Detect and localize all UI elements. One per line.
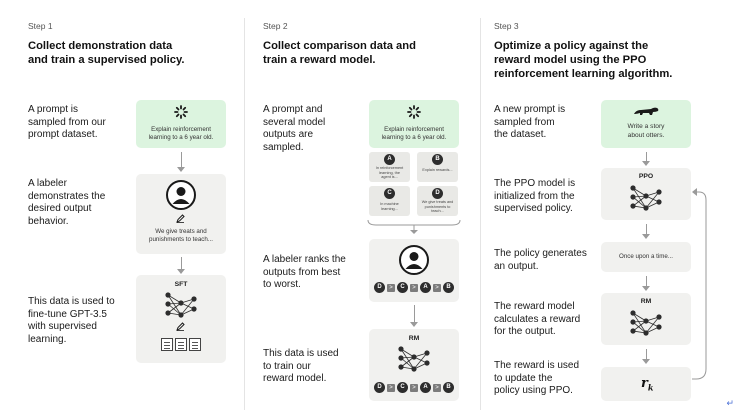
- feedback-loop-arrow: [692, 188, 707, 380]
- network-icon: [165, 292, 197, 318]
- person-icon: [399, 245, 429, 275]
- step-2-column: Step 2 Collect comparison data and train…: [244, 0, 480, 413]
- document-icon: [161, 338, 173, 351]
- arrow-down: [642, 349, 650, 364]
- step-3-column: Step 3 Optimize a policy against the rew…: [480, 0, 750, 413]
- step-2-rm-card: RM D> C> A> B: [369, 329, 459, 401]
- spinner-icon: [174, 105, 188, 119]
- arrow-down: [642, 276, 650, 291]
- enter-icon: ↵: [726, 398, 734, 408]
- spinner-icon: [407, 105, 421, 119]
- ranking-row: D> C> A> B: [369, 382, 459, 393]
- ranking-row: D> C> A> B: [369, 282, 459, 293]
- step-3-ppo-card: PPO: [601, 168, 691, 220]
- pencil-icon: [176, 322, 185, 332]
- document-icons: [161, 338, 201, 351]
- ppo-label: PPO: [638, 173, 654, 180]
- step-1-label: Step 1: [28, 21, 53, 31]
- step-1-column: Step 1 Collect demonstration data and tr…: [0, 0, 240, 413]
- column-divider: [244, 18, 245, 410]
- output-card-b: B Explain rewards...: [417, 152, 458, 182]
- bracket-connector: [367, 219, 461, 234]
- step-1-sft-card: SFT: [136, 275, 226, 363]
- pencil-icon: [176, 214, 185, 224]
- column-divider: [480, 18, 481, 410]
- network-icon: [630, 310, 662, 336]
- step-2-labeler-card: D> C> A> B: [369, 239, 459, 302]
- sft-label: SFT: [174, 281, 188, 288]
- network-icon: [630, 185, 662, 211]
- document-icon: [189, 338, 201, 351]
- step-3-rm-card: RM: [601, 293, 691, 345]
- document-icon: [175, 338, 187, 351]
- step-3-title: Optimize a policy against the reward mod…: [494, 40, 673, 80]
- step-2-label: Step 2: [263, 21, 288, 31]
- step-3-label: Step 3: [494, 21, 519, 31]
- step-3-output-card: Once upon a time...: [601, 242, 691, 272]
- person-icon: [166, 180, 196, 210]
- arrow-down: [410, 305, 418, 327]
- rm-label: RM: [408, 335, 420, 342]
- otter-icon: [634, 107, 659, 115]
- step-1-title: Collect demonstration data and train a s…: [28, 40, 185, 66]
- step-2-title: Collect comparison data and train a rewa…: [263, 40, 416, 66]
- reward-symbol: rk: [641, 376, 654, 393]
- network-icon: [398, 346, 430, 372]
- arrow-down: [642, 224, 650, 239]
- arrow-down: [642, 152, 650, 166]
- arrow-down: [177, 152, 185, 172]
- step-3-reward-card: rk: [601, 367, 691, 401]
- rm-label: RM: [640, 298, 652, 305]
- arrow-down: [177, 257, 185, 274]
- output-text: Once upon a time...: [619, 253, 673, 260]
